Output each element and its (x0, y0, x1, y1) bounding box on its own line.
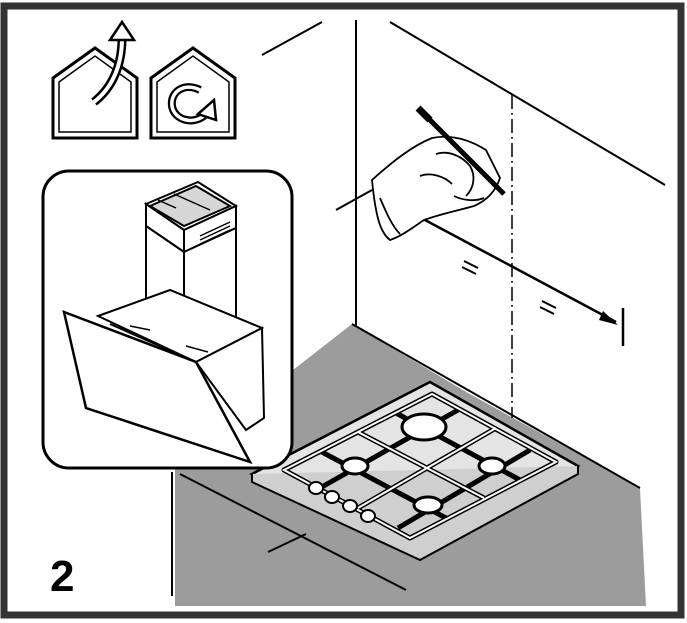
burner-large (400, 412, 448, 442)
house-with-exhaust-arrow-icon (51, 19, 139, 140)
worktop-edge (351, 323, 641, 489)
marking-line (409, 210, 625, 346)
knob-2 (324, 490, 340, 504)
equal-mark-left (461, 260, 479, 275)
knob-1 (308, 481, 324, 495)
step-number: 2 (50, 552, 75, 601)
marking-arrowhead (599, 311, 618, 325)
house-with-recirculation-arrow-icon (149, 46, 237, 140)
cooker-hood-illustration (62, 180, 266, 465)
burner-rear-right (477, 456, 507, 476)
equal-mark-right (539, 300, 557, 315)
burner-front-right (412, 495, 444, 515)
worktop-lines (171, 472, 407, 596)
hand-with-pencil-icon (371, 105, 506, 242)
burners (340, 412, 507, 515)
burner-front-left (340, 456, 370, 476)
control-knobs (308, 481, 376, 523)
knob-3 (342, 499, 358, 513)
wall-outline (261, 20, 666, 326)
gas-hob (249, 380, 581, 562)
knob-4 (360, 509, 376, 523)
